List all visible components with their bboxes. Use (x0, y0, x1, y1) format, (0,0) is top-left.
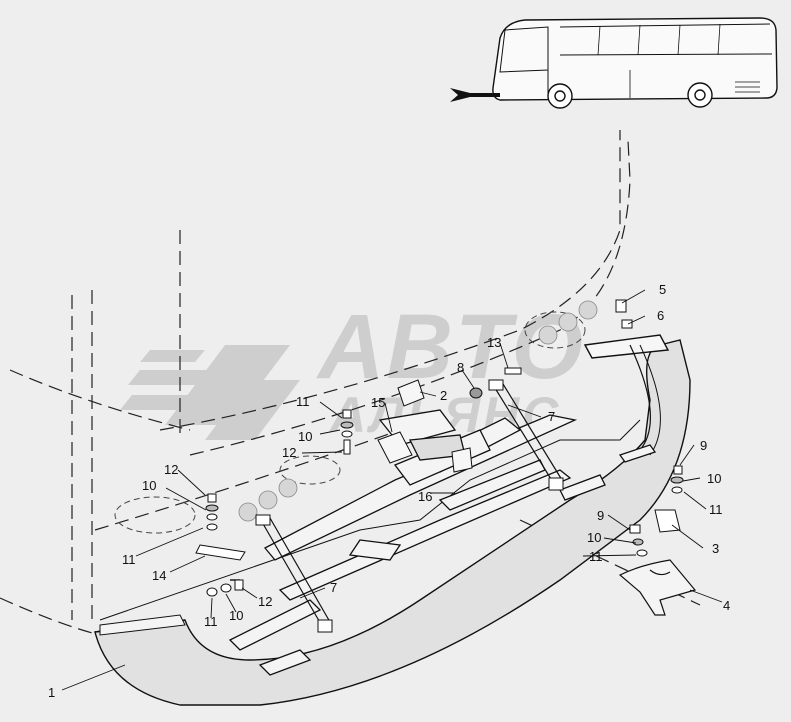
callout-labels: 1 2 3 4 5 6 7 7 8 9 9 10 10 10 10 10 11 … (48, 282, 730, 700)
callout-11-bottom: 11 (204, 614, 218, 629)
callout-10-lower: 10 (587, 530, 601, 545)
callout-6: 6 (657, 308, 664, 323)
callout-1: 1 (48, 685, 55, 700)
leader-lines (61, 289, 723, 691)
callout-9-right: 9 (700, 438, 707, 453)
callout-12-left: 12 (164, 462, 178, 477)
callout-10-left: 10 (142, 478, 156, 493)
mounting-bracket (618, 559, 697, 616)
callout-16: 16 (418, 489, 432, 504)
callout-7-upper: 7 (548, 409, 555, 424)
bracket-assembly (377, 379, 473, 473)
location-arrow-icon (450, 88, 500, 102)
callout-10-top: 10 (298, 429, 312, 444)
callout-4: 4 (723, 598, 730, 613)
watermark-emblem (120, 345, 300, 440)
callout-3: 3 (712, 541, 719, 556)
callout-10-right: 10 (707, 471, 721, 486)
callout-14: 14 (152, 568, 166, 583)
callout-5: 5 (659, 282, 666, 297)
callout-11-top: 11 (296, 394, 310, 409)
support-frame (228, 409, 657, 676)
callout-7-lower: 7 (330, 580, 337, 595)
callout-15: 15 (371, 395, 385, 410)
callout-10-bottom: 10 (229, 608, 243, 623)
strut-ends (255, 379, 564, 633)
watermark-brand: ABTO (316, 296, 585, 398)
callout-8: 8 (457, 360, 464, 375)
bus-thumbnail (492, 17, 778, 109)
callout-11-left: 11 (122, 552, 136, 567)
callout-11-right: 11 (709, 502, 723, 517)
callout-2: 2 (440, 388, 447, 403)
callout-13: 13 (487, 335, 501, 350)
bumper-cutouts (114, 311, 586, 534)
callout-11-lower: 11 (589, 549, 603, 564)
callout-12-top: 12 (282, 445, 296, 460)
round-lamps (238, 300, 598, 522)
diagonal-struts (261, 383, 563, 627)
callout-12-bottom: 12 (258, 594, 272, 609)
callout-9-lower: 9 (597, 508, 604, 523)
